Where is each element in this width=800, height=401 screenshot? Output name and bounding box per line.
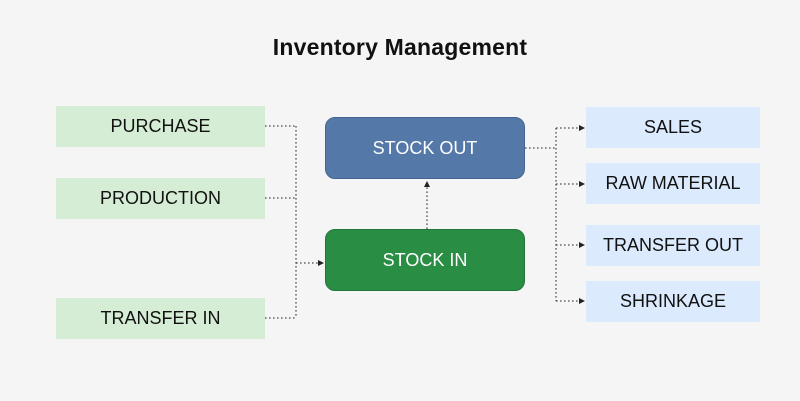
- destination-sales: SALES: [586, 107, 760, 148]
- destination-shrinkage: SHRINKAGE: [586, 281, 760, 322]
- hub-stock-in: STOCK IN: [325, 229, 525, 291]
- destination-transfer-out: TRANSFER OUT: [586, 225, 760, 266]
- source-production: PRODUCTION: [56, 178, 265, 219]
- hub-stock-out: STOCK OUT: [325, 117, 525, 179]
- source-transfer-in: TRANSFER IN: [56, 298, 265, 339]
- diagram-title: Inventory Management: [272, 34, 528, 60]
- source-purchase: PURCHASE: [56, 106, 265, 147]
- destination-raw-material: RAW MATERIAL: [586, 163, 760, 204]
